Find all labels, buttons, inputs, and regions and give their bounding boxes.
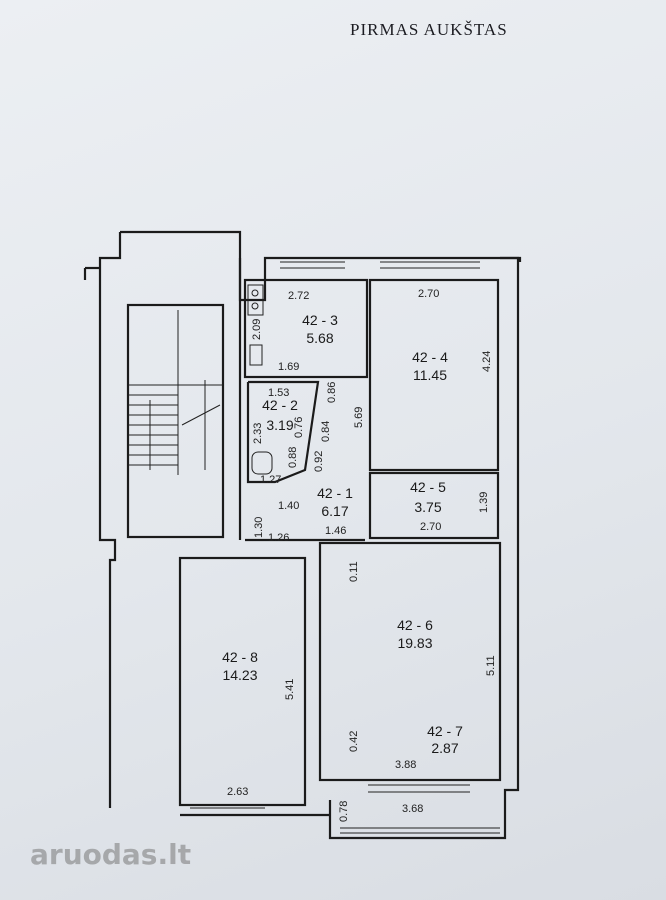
- dim-label: 3.68: [402, 803, 423, 815]
- room-42-7-id: 42 - 7: [427, 723, 463, 739]
- dim-label: 1.27: [260, 474, 281, 486]
- floor-title: PIRMAS AUKŠTAS: [350, 20, 508, 39]
- dim-label: 1.69: [278, 361, 299, 373]
- room-42-4-area: 11.45: [413, 367, 447, 383]
- fixtures: [247, 284, 273, 475]
- dim-label: 0.88: [287, 447, 299, 468]
- room-42-8-id: 42 - 8: [222, 649, 258, 665]
- dim-label: 5.11: [485, 655, 497, 676]
- dim-label: 1.46: [325, 525, 346, 537]
- room-42-7-area: 2.87: [431, 740, 458, 756]
- dim-label: 1.40: [278, 500, 299, 512]
- room-42-6-id: 42 - 6: [397, 617, 433, 633]
- dim-label: 2.09: [251, 319, 263, 340]
- dim-label: 0.78: [338, 801, 350, 822]
- room-42-2-area: 3.19: [266, 417, 293, 433]
- dim-label: 0.42: [348, 731, 360, 752]
- room-42-5-area: 3.75: [414, 499, 441, 515]
- room-42-6-area: 19.83: [397, 635, 432, 651]
- walls: [83, 230, 522, 840]
- room-42-4-id: 42 - 4: [412, 349, 448, 365]
- room-42-8-area: 14.23: [222, 667, 257, 683]
- dim-label: 0.86: [326, 382, 338, 403]
- room-42-2-id: 42 - 2: [262, 397, 298, 413]
- room-42-5-id: 42 - 5: [410, 479, 446, 495]
- stairs: [128, 310, 223, 475]
- windows: [190, 261, 500, 834]
- dim-label: 1.30: [253, 517, 265, 538]
- dim-label: 1.26: [268, 532, 289, 544]
- dim-label: 0.92: [313, 451, 325, 472]
- dim-label: 2.72: [288, 290, 309, 302]
- dim-label: 2.33: [252, 423, 264, 444]
- dim-label: 3.88: [395, 759, 416, 771]
- dim-label: 2.70: [418, 288, 439, 300]
- watermark-logo: aruodas.lt: [30, 838, 192, 871]
- dim-label: 0.84: [320, 421, 332, 442]
- dim-label: 5.69: [353, 407, 365, 428]
- room-42-1-id: 42 - 1: [317, 485, 353, 501]
- room-42-3-id: 42 - 3: [302, 312, 338, 328]
- dim-label: 0.11: [348, 561, 360, 582]
- dim-label: 1.39: [478, 492, 490, 513]
- dim-label: 2.70: [420, 521, 441, 533]
- room-42-3-area: 5.68: [306, 330, 333, 346]
- dim-label: 0.76: [293, 417, 305, 438]
- dim-label: 4.24: [481, 351, 493, 372]
- dim-label: 1.53: [268, 387, 289, 399]
- dim-label: 5.41: [284, 679, 296, 700]
- dim-label: 2.63: [227, 786, 248, 798]
- room-42-1-area: 6.17: [321, 503, 348, 519]
